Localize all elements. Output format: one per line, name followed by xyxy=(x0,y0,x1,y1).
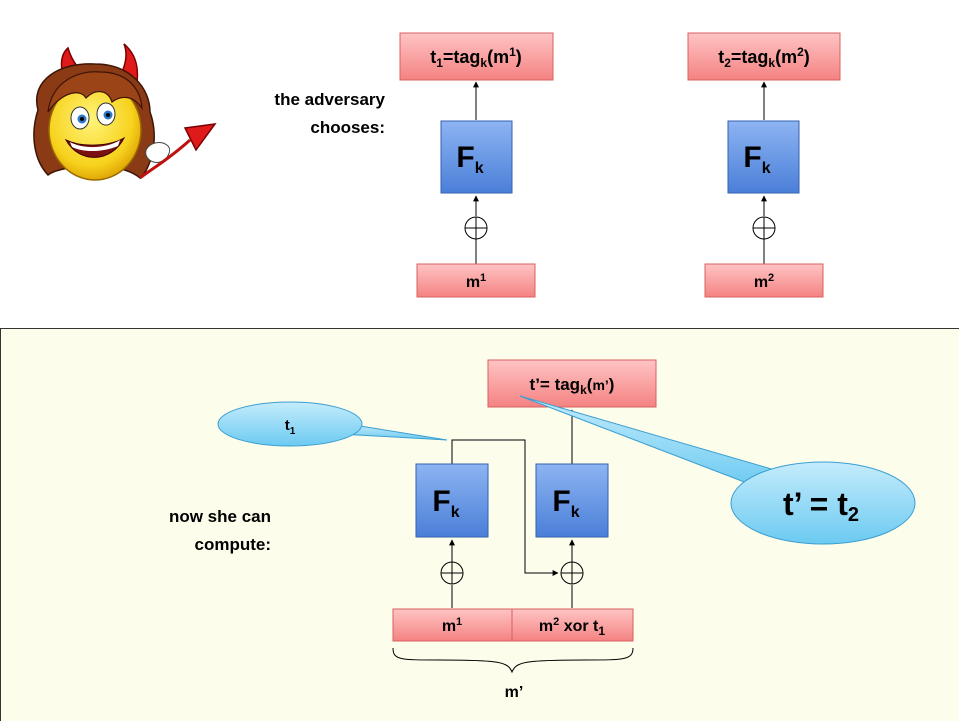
tag-box xyxy=(487,359,657,408)
devil-mascot-icon xyxy=(33,43,217,181)
callout-large-label: t’ = t2 xyxy=(783,486,859,526)
message-label-2: m2 xor t1 xyxy=(539,616,605,638)
bottom-cbc-chain: t’= tagk(m’) Fk Fk m1 m2 xor t1 m’ xyxy=(392,359,657,701)
prf-label-left: Fk xyxy=(432,485,459,521)
prf-label-right: Fk xyxy=(552,485,579,521)
message-box xyxy=(704,263,824,298)
tag-box xyxy=(687,32,841,81)
prf-box xyxy=(440,120,513,194)
callout-t1: t1 xyxy=(217,401,448,447)
arrow-chain-feedback xyxy=(451,439,559,576)
prf-box xyxy=(727,120,800,194)
callout-t1-label: t1 xyxy=(285,417,296,437)
bottom-caption: now she can compute: xyxy=(169,503,271,559)
brace-label: m’ xyxy=(505,684,524,701)
xor-icon xyxy=(464,216,488,240)
bottom-caption-line1: now she can xyxy=(168,507,271,526)
prf-label: Fk xyxy=(743,141,770,177)
top-right-chain: t2=tagk(m2) Fk m2 xyxy=(687,32,841,298)
top-left-chain: t1=tagk(m1) Fk m1 xyxy=(399,32,554,298)
message-box xyxy=(416,263,536,298)
tag-label: t1=tagk(m1) xyxy=(430,45,522,70)
bottom-caption-line2: compute: xyxy=(194,535,272,554)
message-box-1 xyxy=(392,608,513,642)
top-caption-line2: chooses: xyxy=(310,118,385,137)
message-label: m2 xyxy=(754,272,774,291)
top-caption-line1: the adversary xyxy=(274,90,385,109)
message-label-1: m1 xyxy=(442,616,462,635)
message-box-2 xyxy=(511,608,634,642)
message-label: m1 xyxy=(466,272,486,291)
callout-t-prime-equals-t2: t’ = t2 xyxy=(519,395,916,545)
xor-icon xyxy=(560,561,584,585)
xor-icon xyxy=(440,561,464,585)
xor-icon xyxy=(752,216,776,240)
prf-box-right xyxy=(535,463,609,538)
message-brace xyxy=(392,647,634,674)
tag-box xyxy=(399,32,554,81)
prf-box-left xyxy=(415,463,489,538)
tag-label: t’= tagk(m’) xyxy=(530,375,615,397)
tag-label: t2=tagk(m2) xyxy=(718,45,810,70)
prf-label: Fk xyxy=(456,141,483,177)
top-caption: the adversary chooses: xyxy=(274,86,385,142)
